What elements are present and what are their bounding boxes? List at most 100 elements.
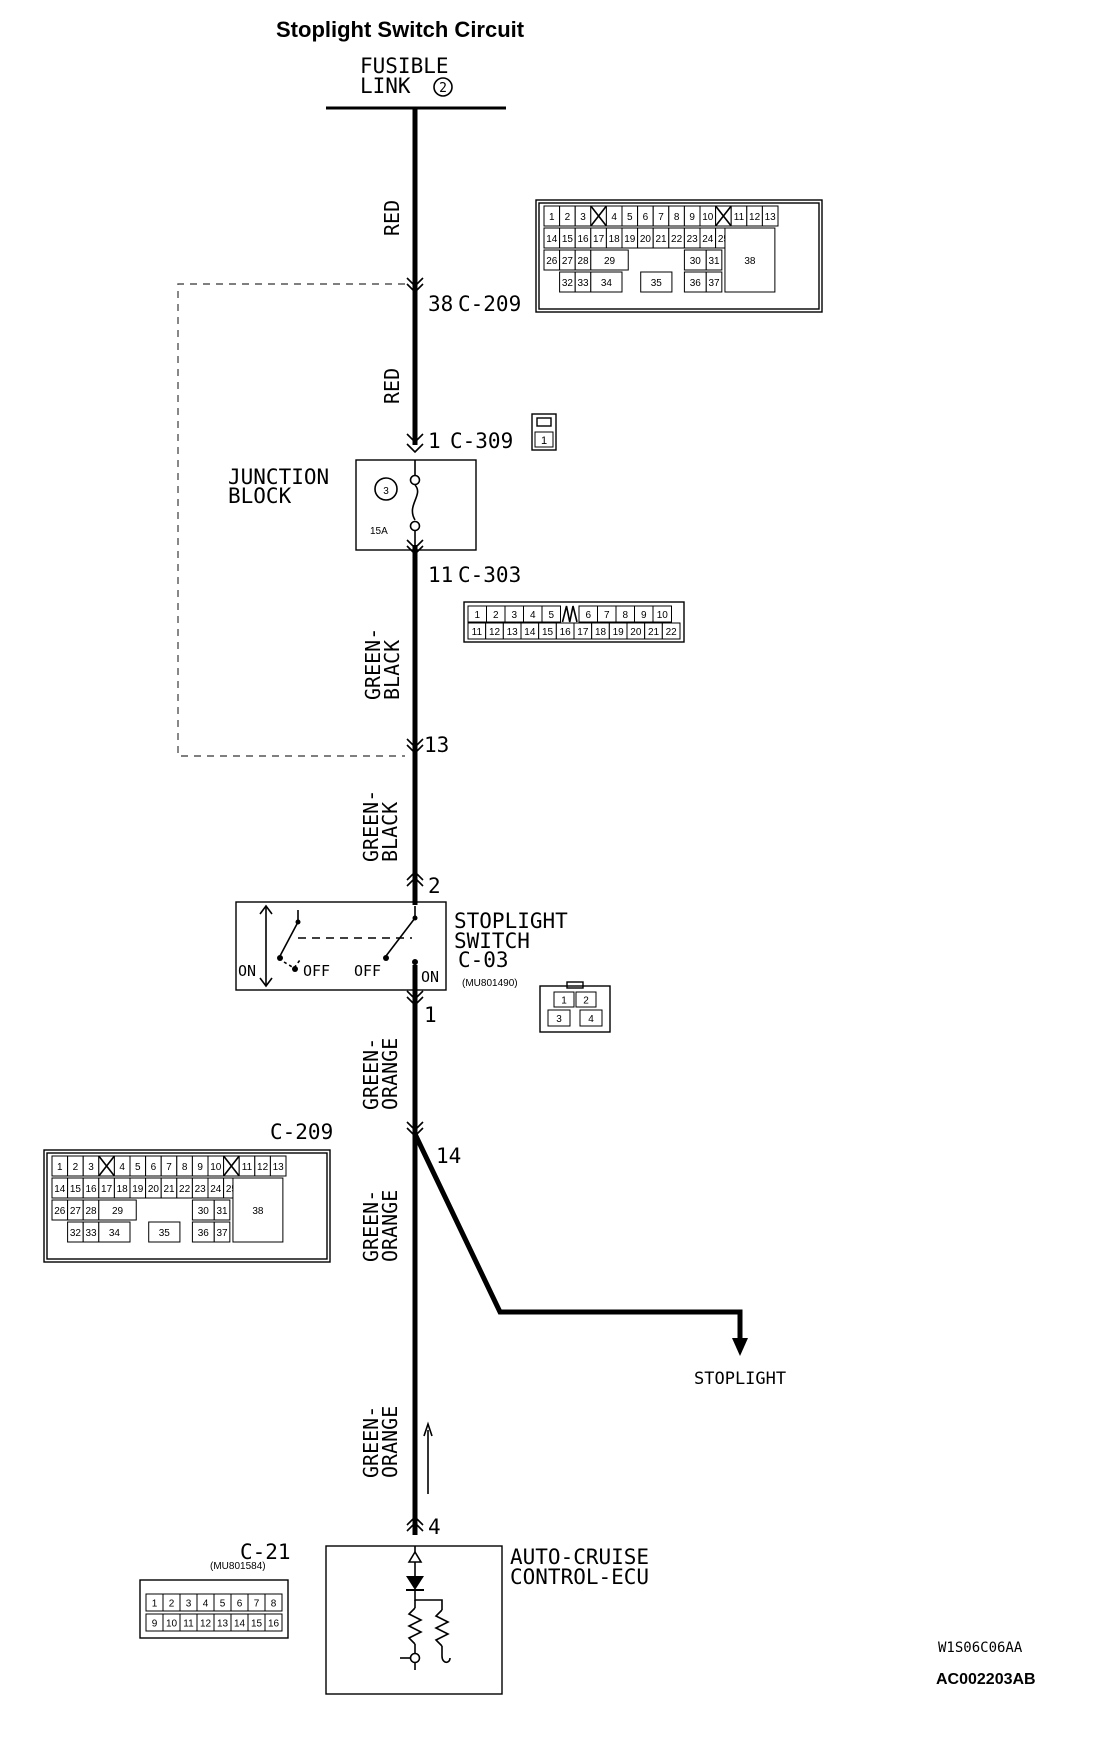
c209-upper-pin-9: 9 bbox=[689, 212, 695, 223]
c209-upper-pin-8: 8 bbox=[674, 212, 680, 223]
stoplight-switch-box bbox=[235, 901, 447, 991]
ecu-box bbox=[325, 1545, 503, 1695]
c303-pin-15: 15 bbox=[542, 627, 554, 638]
switch-off-left: OFF bbox=[303, 962, 330, 980]
c209-lower-pin-38: 38 bbox=[252, 1206, 264, 1217]
c21-pin-16-cell bbox=[264, 1613, 283, 1632]
c303-pin-18: 18 bbox=[595, 627, 607, 638]
c303-pin-21: 21 bbox=[648, 627, 660, 638]
c21-pin-8-cell bbox=[264, 1593, 283, 1612]
junction-block-label-line1: JUNCTION bbox=[228, 465, 329, 489]
c209-upper-pin-38-cell bbox=[724, 227, 776, 293]
c209-lower-pin-25: 25 bbox=[226, 1184, 238, 1195]
wire-label-green-orange-3a: GREEN- bbox=[359, 1406, 383, 1478]
fusible-link-label-line1: FUSIBLE bbox=[360, 54, 449, 78]
c209-lower-pin-18: 18 bbox=[117, 1184, 129, 1195]
auto-cruise-ecu: AUTO-CRUISE CONTROL-ECU bbox=[325, 1545, 649, 1695]
wire-label-green-orange-2a: GREEN- bbox=[359, 1190, 383, 1262]
junction-block-label-line2: BLOCK bbox=[228, 484, 292, 508]
c209-lower-pin-14: 14 bbox=[54, 1184, 66, 1195]
fusible-link: FUSIBLE LINK 2 bbox=[326, 54, 506, 110]
wire-label-green-black-1a: GREEN- bbox=[361, 628, 385, 700]
c209-lower-pin-X-blank-icon bbox=[98, 1155, 116, 1177]
c03-pin-2-cell bbox=[575, 991, 597, 1008]
fuse-terminal-bottom-icon bbox=[409, 520, 421, 532]
ecu-ground-icon bbox=[441, 1646, 451, 1664]
connector-c309-face: 1 bbox=[531, 413, 557, 451]
stoplight-label: STOPLIGHT bbox=[694, 1369, 786, 1389]
c209-upper-pin-36: 36 bbox=[690, 278, 702, 289]
c209-upper-pin-29: 29 bbox=[604, 256, 616, 267]
wire-label-red-2: RED bbox=[380, 368, 404, 404]
junction-block: JUNCTION BLOCK 3 15A bbox=[228, 459, 477, 551]
c303-pin-11: 11 bbox=[472, 627, 483, 638]
c21-pin-13: 13 bbox=[217, 1619, 229, 1630]
c209-lower-pin-1: 1 bbox=[57, 1162, 63, 1173]
c209-upper-pin-28: 28 bbox=[577, 256, 589, 267]
c209-lower-pin-2: 2 bbox=[73, 1162, 79, 1173]
c209-upper-pin-13-cell bbox=[761, 205, 779, 227]
c303-pin-17: 17 bbox=[577, 627, 589, 638]
c209-upper-pin-11: 11 bbox=[734, 212, 745, 223]
stoplight-switch: STOPLIGHT SWITCH ON OFF OFF ON bbox=[235, 901, 568, 991]
switch-off-right: OFF bbox=[354, 962, 381, 980]
c303-pin-5-cell bbox=[541, 605, 561, 623]
fuse-number: 3 bbox=[383, 486, 389, 497]
c209-upper-pin-37-cell bbox=[705, 271, 723, 293]
c209-upper-pin-26: 26 bbox=[546, 256, 558, 267]
wire-label-green-orange-3b: ORANGE bbox=[378, 1406, 402, 1478]
c209-lower-pin-22: 22 bbox=[179, 1184, 191, 1195]
c209-upper-pin-25: 25 bbox=[718, 234, 730, 245]
pin-1-c309: 1 bbox=[428, 429, 441, 453]
c209-lower-pin-31-cell bbox=[213, 1199, 231, 1221]
c303-pin-19: 19 bbox=[613, 627, 625, 638]
c209-upper-pin-30: 30 bbox=[690, 256, 702, 267]
ecu-label-line1: AUTO-CRUISE bbox=[510, 1545, 649, 1569]
c209-upper-pin-14: 14 bbox=[546, 234, 558, 245]
chevron-38 bbox=[406, 277, 424, 294]
c21-pin-4: 4 bbox=[203, 1599, 209, 1610]
c209-lower-pin-32: 32 bbox=[70, 1228, 82, 1239]
c209-lower-pin-7: 7 bbox=[166, 1162, 172, 1173]
c209-upper-pin-15: 15 bbox=[562, 234, 574, 245]
c209-lower-pin-15: 15 bbox=[70, 1184, 82, 1195]
chevron-4 bbox=[406, 1515, 424, 1532]
fuse-icon bbox=[411, 484, 419, 521]
c209-lower-pin-29: 29 bbox=[112, 1206, 124, 1217]
switch-on-left: ON bbox=[238, 962, 256, 980]
c21-pin-2: 2 bbox=[169, 1599, 175, 1610]
pin-4: 4 bbox=[428, 1515, 441, 1539]
c209-lower-pin-34: 34 bbox=[109, 1228, 121, 1239]
c209-upper-pin-38: 38 bbox=[744, 256, 756, 267]
ecu-label-line2: CONTROL-ECU bbox=[510, 1565, 649, 1589]
c209-upper-pin-X-blank-icon bbox=[590, 205, 608, 227]
fusible-link-number: 2 bbox=[439, 81, 447, 96]
pin-13: 13 bbox=[424, 733, 449, 757]
wire-label-green-orange-1a: GREEN- bbox=[359, 1038, 383, 1110]
c209-upper-pin-5: 5 bbox=[627, 212, 633, 223]
chevron-1 bbox=[406, 433, 424, 454]
c303-pin-1: 1 bbox=[474, 610, 480, 621]
c303-pin-13: 13 bbox=[507, 627, 519, 638]
c209-lower-pin-38-cell bbox=[232, 1177, 284, 1243]
wire-branch-stoplight bbox=[412, 1132, 743, 1340]
c03-pin-4-cell bbox=[579, 1009, 603, 1027]
c209-upper-pin-23: 23 bbox=[687, 234, 699, 245]
fuse-number-circle bbox=[374, 477, 398, 501]
fuse-terminal-top-icon bbox=[409, 474, 421, 486]
stoplight-switch-label-line2: SWITCH bbox=[454, 929, 530, 953]
c209-lower-pin-9: 9 bbox=[197, 1162, 203, 1173]
c209-lower-pin-20: 20 bbox=[148, 1184, 160, 1195]
connector-c209-label: C-209 bbox=[458, 292, 521, 316]
c209-upper-pin-7: 7 bbox=[658, 212, 664, 223]
c209-lower-pin-17: 17 bbox=[101, 1184, 113, 1195]
connector-c209-lower-label: C-209 bbox=[270, 1120, 333, 1144]
c209-lower-pin-26: 26 bbox=[54, 1206, 66, 1217]
c303-pin-8: 8 bbox=[622, 610, 628, 621]
ecu-input-triangle-icon bbox=[407, 1550, 423, 1563]
c303-pin-16: 16 bbox=[560, 627, 572, 638]
reference-code: W1S06C06AA bbox=[938, 1640, 1023, 1656]
c209-upper-pin-27: 27 bbox=[562, 256, 574, 267]
